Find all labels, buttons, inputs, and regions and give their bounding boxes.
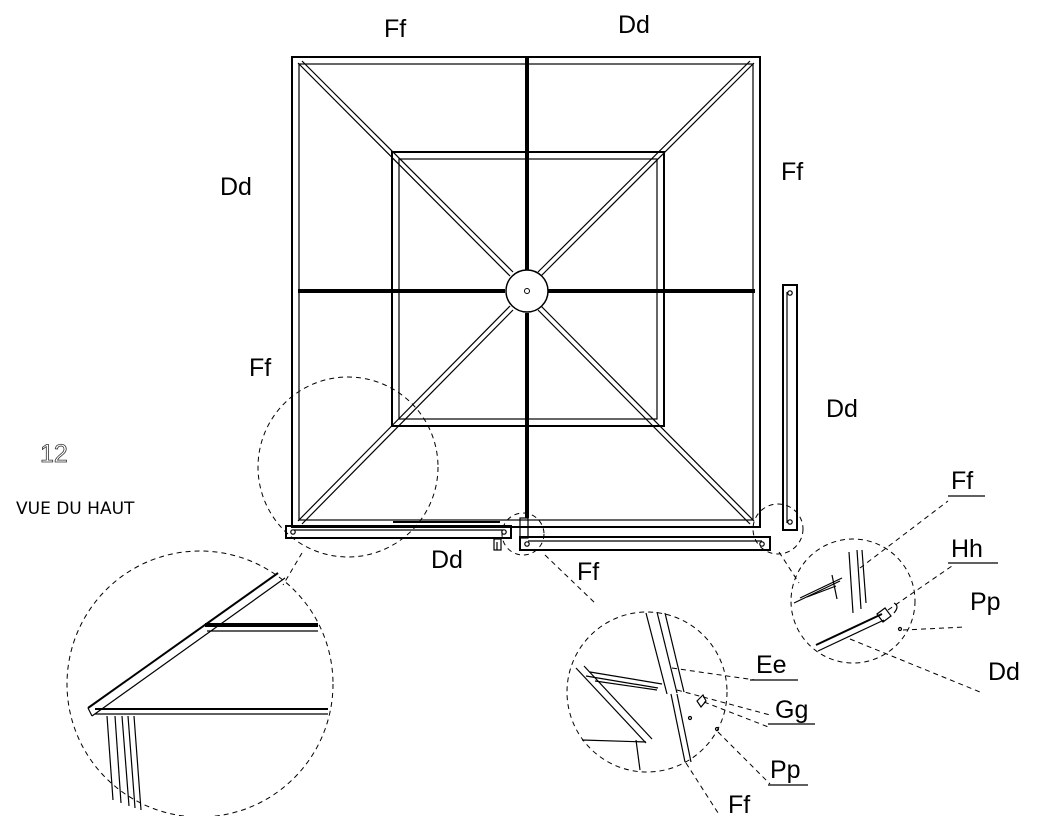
- label-dd-left: Dd: [220, 173, 252, 201]
- label-ff-left: Ff: [249, 354, 271, 382]
- view-caption: VUE DU HAUT: [16, 499, 135, 519]
- label-ff-bottom: Ff: [577, 558, 599, 586]
- bar-bottom-right: [519, 517, 771, 551]
- detail-bottom-magnified: [566, 611, 772, 816]
- bar-bottom-left: [285, 521, 512, 539]
- label-ff-top: Ff: [384, 15, 406, 43]
- label-ff-detail-bottom: Ff: [728, 791, 750, 816]
- detail-marker-right: [752, 503, 804, 555]
- small-bracket: [493, 538, 502, 551]
- roof-frame: [291, 56, 761, 528]
- label-dd-bottom: Dd: [431, 546, 463, 574]
- label-dd-detail-right: Dd: [988, 658, 1020, 686]
- bar-right-vertical: [782, 284, 798, 531]
- label-hh-detail-right: Hh: [951, 535, 983, 563]
- label-ee-detail-bottom: Ee: [756, 651, 787, 679]
- label-dd-right: Dd: [826, 395, 858, 423]
- label-dd-top: Dd: [618, 11, 650, 39]
- detail-marker-center: [501, 512, 545, 556]
- detail-left-magnified: [66, 550, 334, 816]
- label-pp-detail-bottom: Pp: [770, 756, 801, 784]
- detail-right-magnified: [790, 500, 981, 693]
- detail-marker-left: [257, 376, 439, 558]
- label-pp-detail-right: Pp: [970, 588, 1001, 616]
- step-number: 12: [40, 440, 68, 468]
- label-gg-detail-bottom: Gg: [775, 696, 808, 724]
- label-ff-detail-right: Ff: [951, 467, 973, 495]
- label-ff-right: Ff: [781, 158, 803, 186]
